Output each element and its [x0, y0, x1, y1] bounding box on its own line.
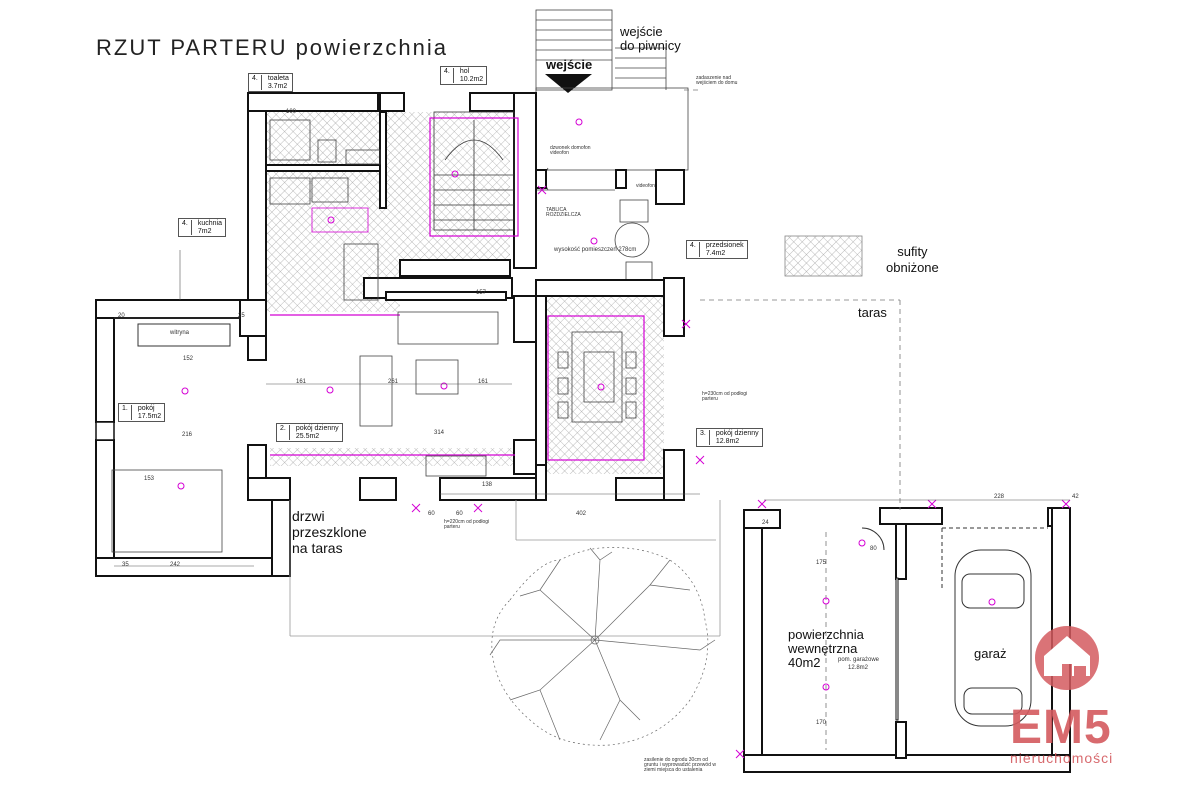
switchboard-note: TABLICA ROZDZIELCZA	[546, 207, 581, 218]
suspended-ceiling-zones	[265, 112, 863, 474]
dim-261: 261	[388, 379, 399, 385]
garage-label: garaż	[974, 646, 1007, 661]
glass-door-label: drzwi przeszklone na taras	[292, 508, 367, 556]
suspended-ceilings-label: sufity obniżone	[886, 244, 939, 275]
dim-42: 42	[1072, 494, 1079, 500]
logo-tagline: nieruchomości	[1010, 750, 1114, 766]
furniture	[111, 119, 637, 553]
terrace-label: taras	[858, 305, 887, 320]
showcase-cabinet	[137, 323, 231, 347]
staircase	[433, 111, 515, 231]
dim-152: 152	[183, 356, 194, 362]
dim-100: 100	[286, 109, 297, 115]
logo-brand: EM5	[1010, 701, 1112, 754]
dim-80: 80	[870, 546, 877, 552]
dim-170: 170	[816, 720, 827, 726]
entrance-stairs	[535, 9, 667, 91]
dim-216: 216	[182, 432, 193, 438]
dim-25: 25	[238, 313, 245, 319]
tree-icon	[489, 547, 716, 746]
dim-161b: 161	[478, 379, 489, 385]
em5-logo: EM5 nieruchomości	[1010, 620, 1130, 770]
page-title: RZUT PARTERU powierzchnia	[96, 35, 448, 60]
ceiling-height-note: wysokość pomieszczeń 278cm	[554, 247, 637, 253]
dim-242: 242	[170, 562, 181, 568]
dim-35: 35	[122, 562, 129, 568]
bedroom-window	[95, 421, 115, 441]
garage-room-label: pom. garażowe 12.8m2	[838, 657, 880, 671]
electrical-markers	[177, 118, 1071, 759]
height-230-note: h=230cm od podłogi parteru	[702, 391, 748, 402]
garden-note: zasilenie do ogrodu 30cm od gruntu i wyp…	[644, 757, 716, 773]
dim-60a: 60	[428, 511, 435, 517]
showcase-label: witryna	[170, 330, 190, 336]
logo-house-icon	[1035, 626, 1099, 690]
dim-20: 20	[118, 313, 125, 319]
dim-402: 402	[576, 511, 587, 517]
ceiling-lines	[270, 117, 645, 461]
garage-dashed	[684, 89, 901, 750]
terrace-outline	[289, 500, 721, 637]
dim-157: 157	[476, 290, 487, 296]
canopy-note: zadaszenie nad wejściem do domu	[696, 75, 738, 86]
dim-153: 153	[144, 476, 155, 482]
dim-175: 175	[816, 560, 827, 566]
dimension-lines	[114, 250, 1070, 567]
dim-228: 228	[994, 494, 1005, 500]
entrance-label: wejście	[546, 57, 593, 72]
dim-24: 24	[762, 520, 769, 526]
videofon-note: videofon	[636, 183, 655, 189]
basement-entrance-label: wejście do piwnicy	[620, 24, 681, 53]
doorbell-note: dzwonek domofon videofon	[550, 145, 591, 156]
garage-area-label: powierzchnia wewnętrzna 40m2	[788, 627, 864, 670]
dim-138: 138	[482, 482, 493, 488]
entrance-arrow-icon	[545, 74, 592, 93]
dim-60b: 60	[456, 511, 463, 517]
height-220-note: h=220cm od podłogi parteru	[444, 519, 490, 530]
garage-car	[861, 527, 1048, 727]
dim-314: 314	[434, 430, 445, 436]
dim-161a: 161	[296, 379, 307, 385]
walls	[95, 92, 685, 577]
